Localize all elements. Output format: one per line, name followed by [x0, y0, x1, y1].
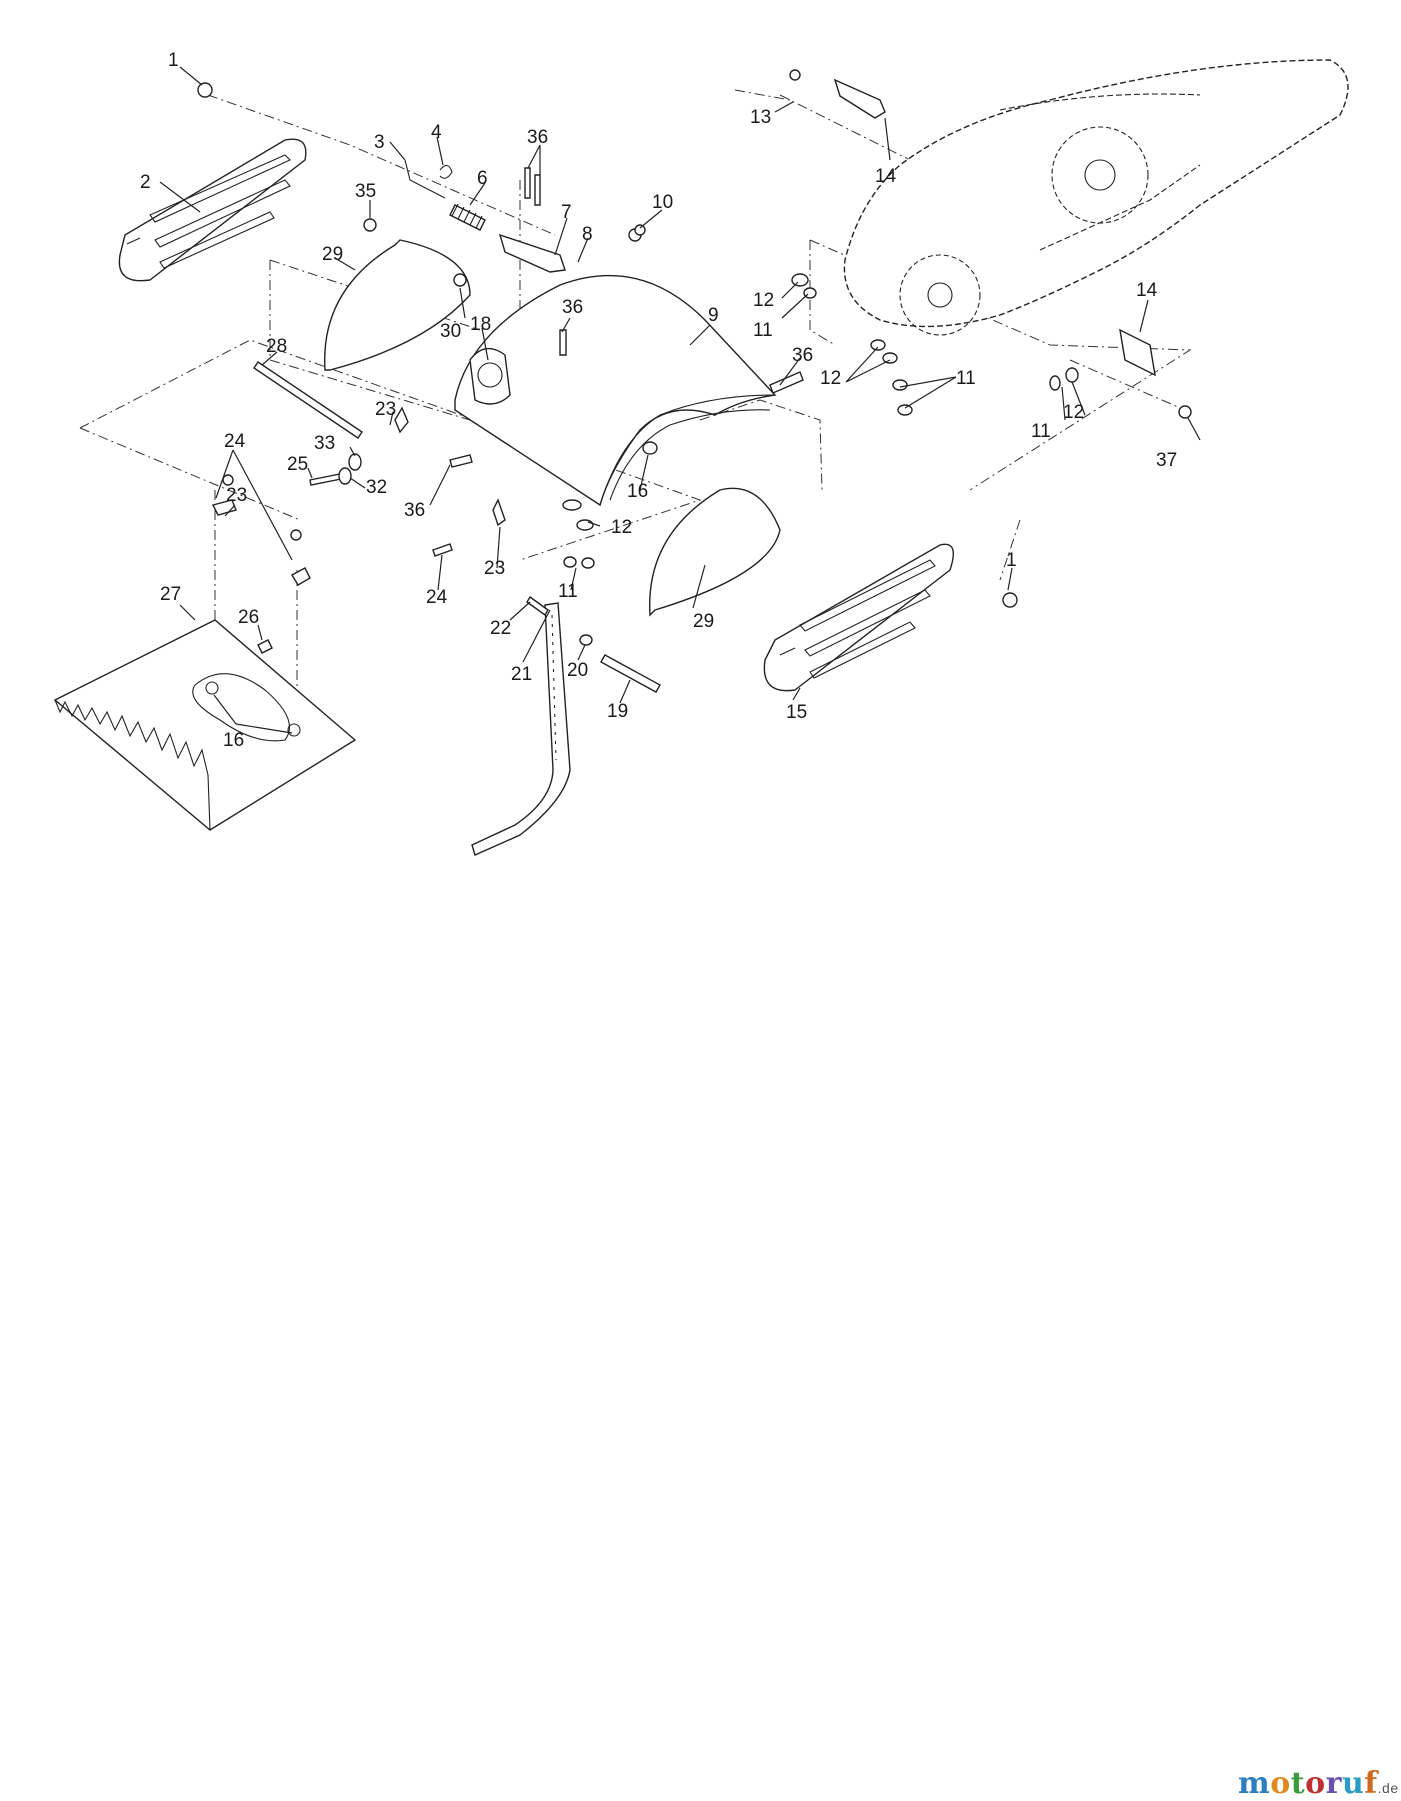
callout-16: 16 [223, 730, 244, 751]
tine-shield [454, 274, 777, 507]
callout-14: 14 [875, 166, 897, 187]
watermark-suffix: .de [1377, 1780, 1399, 1796]
watermark-letter: r [1325, 1766, 1342, 1801]
callout-8: 8 [582, 224, 593, 245]
callout-labels: 1 2 3 4 36 6 35 7 8 10 13 14 29 36 9 18 … [140, 50, 1177, 751]
callout-23: 23 [484, 558, 505, 579]
callout-13: 13 [750, 107, 771, 128]
callout-24: 24 [224, 431, 246, 452]
hardware [197, 69, 1192, 654]
bracket-14-top [833, 78, 886, 119]
left-shield-flap [324, 239, 471, 371]
callout-20: 20 [567, 660, 588, 681]
bracket-7 [498, 233, 566, 273]
callout-25: 25 [287, 454, 308, 475]
watermark-letter: m [1238, 1766, 1271, 1801]
callout-23: 23 [226, 485, 247, 506]
callout-11: 11 [753, 320, 773, 341]
callout-36: 36 [562, 297, 583, 318]
rod-28 [253, 361, 363, 439]
callout-23: 23 [375, 399, 396, 420]
watermark-letter: t [1290, 1766, 1306, 1801]
callout-26: 26 [238, 607, 259, 628]
callout-21: 21 [511, 664, 532, 685]
latch-rod-3 [404, 159, 446, 199]
callout-11: 11 [956, 368, 976, 389]
watermark-letter: f [1364, 1766, 1378, 1801]
callout-32: 32 [366, 477, 387, 498]
callout-3: 3 [374, 132, 385, 153]
callout-35: 35 [355, 181, 376, 202]
pin-19 [600, 654, 661, 693]
drag-bar [53, 619, 357, 831]
leader-lines [159, 66, 1201, 734]
callout-33: 33 [314, 433, 335, 454]
right-shield-flap [649, 487, 781, 617]
callout-28: 28 [266, 336, 287, 357]
callout-37: 37 [1156, 450, 1177, 471]
callout-11: 11 [1031, 421, 1051, 442]
callout-6: 6 [477, 168, 488, 189]
watermark-letter: o [1305, 1766, 1326, 1801]
callout-10: 10 [652, 192, 673, 213]
callout-36: 36 [792, 345, 813, 366]
clip-4 [439, 164, 453, 179]
callout-7: 7 [561, 202, 572, 223]
callout-11: 11 [558, 581, 578, 602]
watermark-letter: u [1341, 1766, 1365, 1801]
callout-15: 15 [786, 702, 807, 723]
bracket-14-right [1119, 328, 1156, 377]
callout-27: 27 [160, 584, 181, 605]
right-skid-plate [763, 543, 954, 692]
callout-30: 30 [440, 321, 461, 342]
callout-12: 12 [1063, 402, 1084, 423]
callout-12: 12 [611, 517, 632, 538]
watermark-letter: o [1270, 1766, 1291, 1801]
depth-bar [471, 602, 571, 856]
callout-22: 22 [490, 618, 511, 639]
callout-12: 12 [820, 368, 841, 389]
callout-36: 36 [527, 127, 548, 148]
callout-2: 2 [140, 172, 151, 193]
callout-16: 16 [627, 481, 648, 502]
callout-12: 12 [753, 290, 774, 311]
callout-4: 4 [431, 122, 442, 143]
tiller-body [843, 59, 1349, 336]
spring-6 [449, 203, 486, 231]
callout-18: 18 [470, 314, 491, 335]
callout-24: 24 [426, 587, 448, 608]
callout-29: 29 [322, 244, 343, 265]
callout-9: 9 [708, 305, 719, 326]
callout-29: 29 [693, 611, 714, 632]
site-watermark: motoruf.de [1238, 1766, 1399, 1801]
callout-14: 14 [1136, 280, 1158, 301]
callout-1: 1 [1006, 550, 1017, 571]
callout-36: 36 [404, 500, 425, 521]
left-skid-plate [118, 138, 307, 282]
callout-1: 1 [168, 50, 179, 71]
callout-19: 19 [607, 701, 628, 722]
